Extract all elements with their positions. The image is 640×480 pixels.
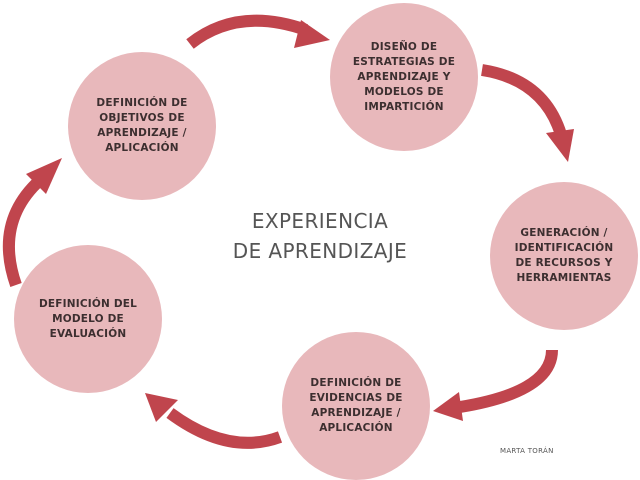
arrow-objetivos-to-diseno	[186, 14, 308, 49]
author-credit: MARTA TORÁN	[500, 447, 554, 455]
stage-evaluacion-label: DEFINICIÓN DEL MODELO DE EVALUACIÓN	[38, 297, 138, 340]
arrowhead-objetivos-to-diseno	[294, 20, 330, 48]
arrowhead-evaluacion-to-objetivos	[26, 158, 62, 194]
arrow-evidencias-to-evaluacion	[166, 408, 283, 449]
arrowhead-diseno-to-recursos	[546, 129, 574, 162]
stage-recursos: GENERACIÓN / IDENTIFICACIÓN DE RECURSOS …	[490, 182, 638, 330]
center-title: EXPERIENCIA DE APRENDIZAJE	[232, 209, 408, 263]
arrow-recursos-to-evidencias	[459, 349, 558, 413]
arrow-diseno-to-recursos	[480, 64, 568, 140]
stage-objetivos-label: DEFINICIÓN DE OBJETIVOS DE APRENDIZAJE /…	[96, 97, 188, 154]
stage-evaluacion: DEFINICIÓN DEL MODELO DE EVALUACIÓN	[14, 245, 162, 393]
stage-evidencias-label: DEFINICIÓN DE EVIDENCIAS DE APRENDIZAJE …	[309, 377, 403, 434]
arrowhead-evidencias-to-evaluacion	[145, 393, 178, 422]
stage-recursos-label: GENERACIÓN / IDENTIFICACIÓN DE RECURSOS …	[514, 227, 614, 284]
stage-diseno-label: DISEÑO DE ESTRATEGIAS DE APRENDIZAJE Y M…	[352, 40, 456, 113]
stage-diseno: DISEÑO DE ESTRATEGIAS DE APRENDIZAJE Y M…	[330, 3, 478, 151]
arrow-evaluacion-to-objetivos	[2, 175, 45, 287]
stage-evidencias: DEFINICIÓN DE EVIDENCIAS DE APRENDIZAJE …	[282, 332, 430, 480]
stage-objetivos: DEFINICIÓN DE OBJETIVOS DE APRENDIZAJE /…	[68, 52, 216, 200]
arrowhead-recursos-to-evidencias	[433, 392, 463, 421]
